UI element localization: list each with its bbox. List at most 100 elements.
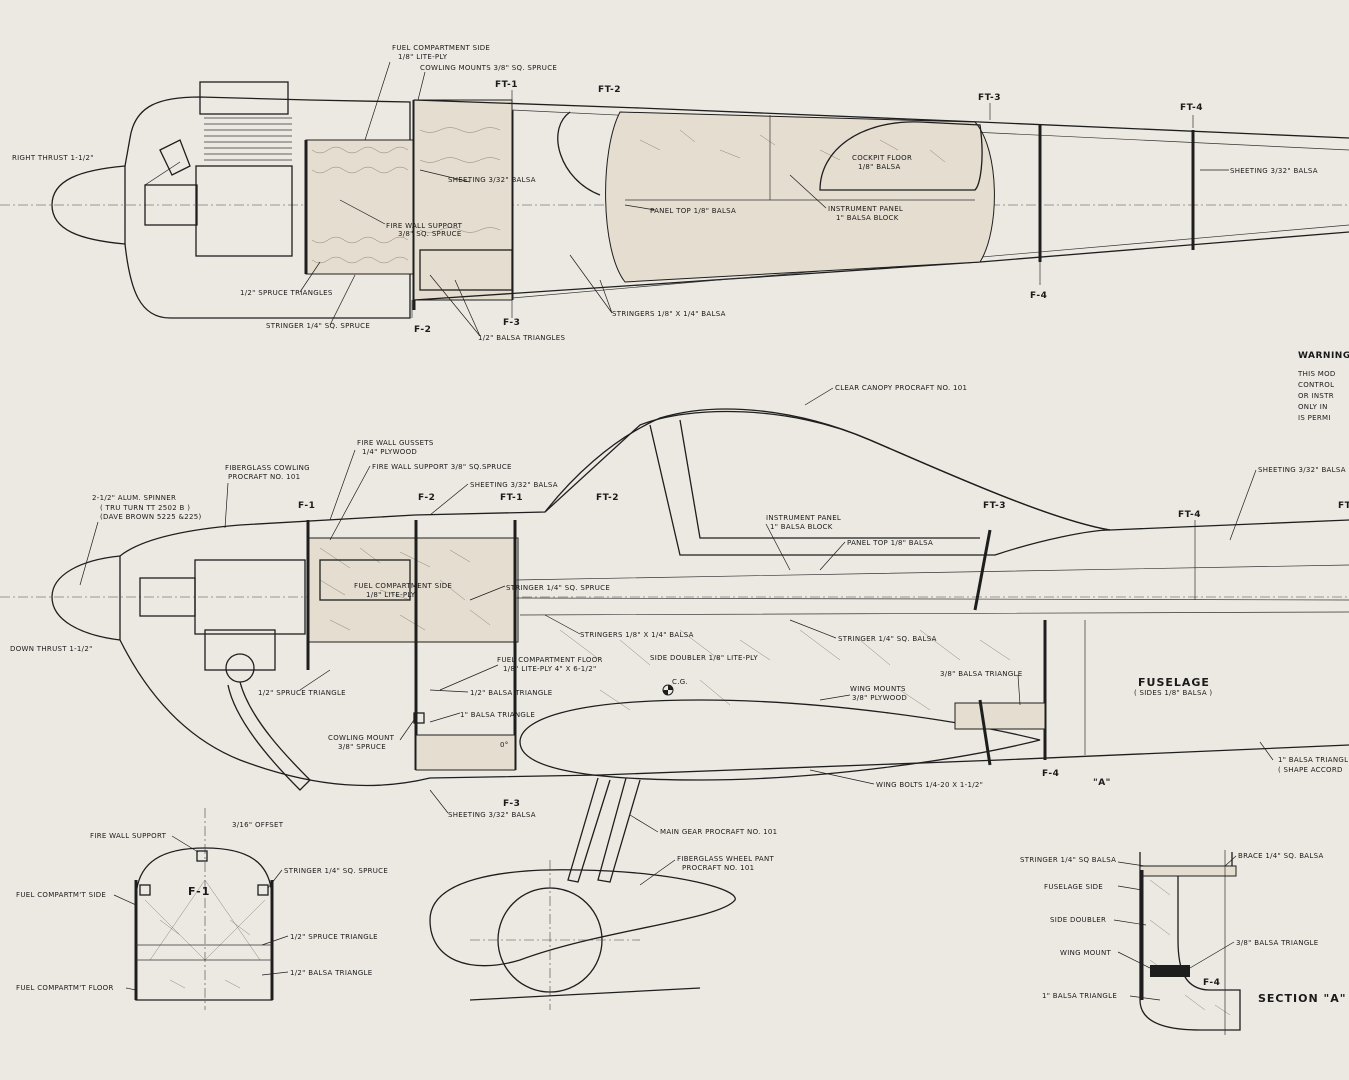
station-label-ft2-side: FT-2 — [596, 493, 619, 503]
label-wheel-pant-sub: PROCRAFT NO. 101 — [682, 864, 754, 872]
label-wheel-pant: FIBERGLASS WHEEL PANT — [677, 855, 775, 863]
station-label-f4-side: F-4 — [1042, 769, 1059, 779]
label-side-doubler: SIDE DOUBLER 1/8" LITE-PLY — [650, 654, 758, 662]
station-label-f1-side: F-1 — [298, 501, 315, 511]
label-right-thrust: RIGHT THRUST 1-1/2" — [12, 154, 94, 162]
warning-line-2: CONTROL — [1298, 381, 1334, 389]
label-fuel-side-top-sub: 1/8" LITE-PLY — [398, 53, 448, 61]
station-label-f4-top: F-4 — [1030, 291, 1047, 301]
section-a-label-side-doubler: SIDE DOUBLER — [1050, 916, 1106, 924]
f1-label-offset: 3/16" OFFSET — [232, 821, 284, 829]
wheel-pant — [429, 869, 736, 967]
f1-title: F-1 — [188, 885, 210, 898]
label-fuel-side-side: FUEL COMPARTMENT SIDE — [354, 582, 452, 590]
label-section-ref: "A" — [1093, 778, 1111, 788]
label-clear-canopy: CLEAR CANOPY PROCRAFT NO. 101 — [835, 384, 967, 392]
label-cockpit-floor-sub: 1/8" BALSA — [858, 163, 901, 171]
label-instrument-panel-side-sub: 1" BALSA BLOCK — [770, 523, 833, 531]
station-label-f2-side: F-2 — [418, 493, 435, 503]
label-spruce-triangles: 1/2" SPRUCE TRIANGLES — [240, 289, 333, 297]
label-fuselage-sub: ( SIDES 1/8" BALSA ) — [1134, 689, 1212, 697]
label-balsa-triangle-1: 1" BALSA TRIANGLE — [460, 711, 535, 719]
main-gear — [567, 777, 641, 883]
f1-label-balsa-triangle: 1/2" BALSA TRIANGLE — [290, 969, 372, 977]
label-cockpit-floor: COCKPIT FLOOR — [852, 154, 912, 162]
f1-label-stringer: STRINGER 1/4" SQ. SPRUCE — [284, 867, 388, 875]
spinner-side — [51, 555, 121, 641]
label-stringers-balsa-top: STRINGERS 1/8" X 1/4" BALSA — [612, 310, 726, 318]
wing-airfoil — [519, 699, 1041, 781]
label-wing-mounts-sub: 3/8" PLYWOOD — [852, 694, 907, 702]
label-sheeting-side-aft: SHEETING 3/32" BALSA — [1258, 466, 1346, 474]
label-fire-wall-support-top: FIRE WALL SUPPORT — [386, 222, 463, 230]
label-stringer-spruce-side: STRINGER 1/4" SQ. SPRUCE — [506, 584, 610, 592]
label-spinner-sub2: (DAVE BROWN 5225 &225) — [100, 513, 202, 521]
label-zero-incidence: 0° — [500, 741, 509, 749]
warning-line-3: OR INSTR — [1298, 392, 1334, 400]
section-a-outline — [1139, 852, 1241, 1031]
top-view: FUEL COMPARTMENT SIDE 1/8" LITE-PLY COWL… — [0, 44, 1349, 342]
label-spinner-sub1: ( TRU TURN TT 2502 B ) — [100, 504, 190, 512]
label-panel-top-top: PANEL TOP 1/8" BALSA — [650, 207, 736, 215]
section-a-label-stringer: STRINGER 1/4" SQ BALSA — [1020, 856, 1116, 864]
f1-label-fuel-side: FUEL COMPARTM'T SIDE — [16, 891, 106, 899]
station-label-ft3-side: FT-3 — [983, 501, 1006, 511]
label-panel-top-side: PANEL TOP 1/8" BALSA — [847, 539, 933, 547]
side-view: CLEAR CANOPY PROCRAFT NO. 101 FIRE WALL … — [0, 384, 1349, 1010]
section-a-label-brace: BRACE 1/4" SQ. BALSA — [1238, 852, 1324, 860]
label-fiberglass-cowling-sub: PROCRAFT NO. 101 — [228, 473, 300, 481]
label-wing-mounts: WING MOUNTS — [850, 685, 906, 693]
station-label-f3-side: F-3 — [503, 799, 520, 809]
label-stringer-top: STRINGER 1/4" SQ. SPRUCE — [266, 322, 370, 330]
label-instrument-panel-side: INSTRUMENT PANEL — [766, 514, 841, 522]
warning-title: WARNING — [1298, 351, 1349, 361]
station-label-f3-top: F-3 — [503, 318, 520, 328]
fuel-compartment-side — [307, 537, 519, 643]
section-a-label-f4: F-4 — [1203, 978, 1220, 988]
wing-mount-side — [954, 702, 1046, 730]
label-stringer-balsa-side: STRINGER 1/4" SQ. BALSA — [838, 635, 937, 643]
f1-detail: FIRE WALL SUPPORT 3/16" OFFSET STRINGER … — [16, 808, 388, 1010]
label-fire-wall-support-side: FIRE WALL SUPPORT 3/8" SQ.SPRUCE — [372, 463, 512, 471]
label-fuel-side-top: FUEL COMPARTMENT SIDE — [392, 44, 490, 52]
label-sheeting-side: SHEETING 3/32" BALSA — [470, 481, 558, 489]
canopy — [544, 410, 1111, 531]
fuselage-side-upper — [119, 408, 1349, 557]
section-a-title: SECTION "A" — [1258, 992, 1346, 1005]
label-cowling-mounts: COWLING MOUNTS 3/8" SQ. SPRUCE — [420, 64, 557, 72]
section-a-label-wing-mount: WING MOUNT — [1060, 949, 1111, 957]
f1-label-fire-wall-support: FIRE WALL SUPPORT — [90, 832, 167, 840]
label-balsa-triangle-half: 1/2" BALSA TRIANGLE — [470, 689, 552, 697]
warning-line-1: THIS MOD — [1297, 370, 1336, 378]
engine-case — [195, 165, 293, 257]
label-fiberglass-cowling: FIBERGLASS COWLING — [225, 464, 310, 472]
station-label-ft2-top: FT-2 — [598, 85, 621, 95]
warning-note: WARNING THIS MOD CONTROL OR INSTR ONLY I… — [1297, 351, 1349, 422]
label-fuel-side-side-sub: 1/8" LITE-PLY — [366, 591, 416, 599]
label-fuel-floor: FUEL COMPARTMENT FLOOR — [497, 656, 603, 664]
station-label-ft1-side: FT-1 — [500, 493, 523, 503]
f1-label-spruce-triangle: 1/2" SPRUCE TRIANGLE — [290, 933, 378, 941]
f1-former — [135, 847, 273, 1001]
section-a-label-balsa-triangle-1: 1" BALSA TRIANGLE — [1042, 992, 1117, 1000]
label-instrument-panel-top-sub: 1" BALSA BLOCK — [836, 214, 899, 222]
section-a: STRINGER 1/4" SQ BALSA BRACE 1/4" SQ. BA… — [1020, 850, 1346, 1035]
label-cowling-mount-sub: 3/8" SPRUCE — [338, 743, 386, 751]
label-wing-bolts: WING BOLTS 1/4-20 X 1-1/2" — [876, 781, 983, 789]
label-spruce-triangle-side: 1/2" SPRUCE TRIANGLE — [258, 689, 346, 697]
label-balsa-triangles: 1/2" BALSA TRIANGLES — [478, 334, 565, 342]
engine-head — [199, 81, 289, 115]
label-balsa-triangle-aft: 1" BALSA TRIANGL — [1278, 756, 1348, 764]
fuel-compartment-top — [305, 139, 415, 275]
fuselage-side-lower — [119, 639, 1349, 787]
f1-label-fuel-floor: FUEL COMPARTM'T FLOOR — [16, 984, 114, 992]
label-sheeting-top: SHEETING 3/32" BALSA — [448, 176, 536, 184]
label-sheeting-top-aft: SHEETING 3/32" BALSA — [1230, 167, 1318, 175]
label-balsa-triangle-aft-sub: ( SHAPE ACCORD — [1278, 766, 1343, 774]
fuselage-top-lower — [413, 231, 1349, 301]
label-spinner: 2-1/2" ALUM. SPINNER — [92, 494, 176, 502]
section-a-label-fuselage-side: FUSELAGE SIDE — [1044, 883, 1103, 891]
station-label-ft4-side: FT-4 — [1178, 510, 1201, 520]
fuselage-top-upper — [413, 99, 1349, 139]
